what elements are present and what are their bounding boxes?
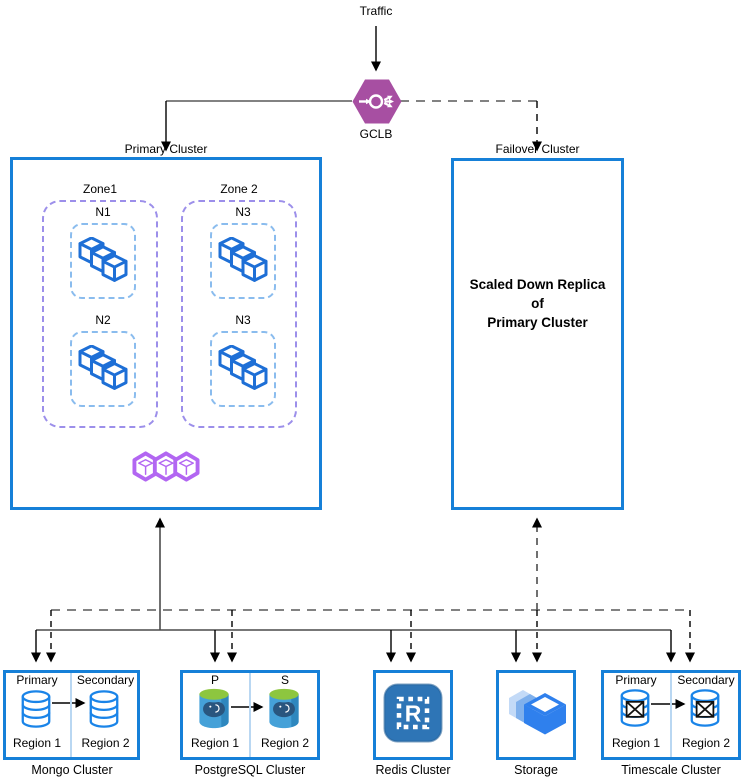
gclb-label: GCLB [359, 127, 393, 141]
node-n3a-label: N3 [235, 205, 251, 219]
failover-line1: Scaled Down Replica [469, 277, 606, 292]
mongo-region2-label: Region 2 [81, 736, 130, 750]
postgres-cluster-box [180, 670, 320, 760]
postgres-divider [249, 673, 251, 757]
primary-cluster-label: Primary Cluster [124, 142, 208, 156]
redis-cluster-title: Redis Cluster [375, 763, 451, 777]
postgres-region1-label: Region 1 [190, 736, 240, 750]
gclb-icon [351, 78, 403, 125]
mongo-left-header: Primary [16, 673, 58, 687]
redis-cluster-box [373, 670, 453, 760]
container-cubes-icon [78, 345, 128, 391]
mongo-cluster-box [3, 670, 140, 760]
failover-line3: Primary Cluster [487, 314, 588, 330]
node-n3a-box [210, 223, 276, 299]
storage-title: Storage [514, 763, 558, 777]
failover-cluster-label: Failover Cluster [495, 142, 580, 156]
timescale-primary-db-icon [620, 689, 650, 727]
postgres-cluster-title: PostgreSQL Cluster [194, 763, 306, 777]
timescale-region1-label: Region 1 [611, 736, 661, 750]
zone2-label: Zone 2 [220, 182, 258, 196]
failover-line2: of [531, 295, 544, 311]
timescale-region2-label: Region 2 [681, 736, 731, 750]
timescale-left-header: Primary [615, 673, 657, 687]
mongo-cluster-title: Mongo Cluster [31, 763, 113, 777]
mongo-region1-label: Region 1 [12, 736, 62, 750]
timescale-secondary-db-icon [690, 689, 720, 727]
zone2-box [181, 200, 297, 428]
container-cubes-icon [218, 237, 268, 283]
node-n2-box [70, 331, 136, 407]
pods-icon [132, 451, 200, 483]
timescale-right-header: Secondary [677, 673, 735, 687]
node-n3b-box [210, 331, 276, 407]
failover-description: Scaled Down Replica of Primary Cluster [454, 276, 621, 333]
timescale-cluster-box [601, 670, 741, 760]
node-n3b-label: N3 [235, 313, 251, 327]
timescale-cluster-title: Timescale Cluster [621, 763, 721, 777]
mongo-primary-db-icon [21, 690, 51, 728]
node-n2-label: N2 [95, 313, 111, 327]
postgres-left-header: P [210, 673, 219, 687]
postgres-right-header: S [280, 673, 289, 687]
node-n1-label: N1 [95, 205, 111, 219]
redis-icon [383, 683, 443, 743]
traffic-label: Traffic [359, 4, 393, 18]
postgres-region2-label: Region 2 [260, 736, 310, 750]
container-cubes-icon [218, 345, 268, 391]
zone1-box [42, 200, 158, 428]
mongo-right-header: Secondary [76, 673, 135, 687]
zone1-label: Zone1 [82, 182, 118, 196]
mongo-secondary-db-icon [89, 690, 119, 728]
storage-box [496, 670, 576, 760]
postgresql-primary-icon [197, 687, 231, 729]
failover-cluster-box [451, 158, 624, 510]
timescale-divider [670, 673, 672, 757]
mongo-divider [70, 673, 72, 757]
primary-cluster-box [10, 157, 322, 510]
node-n1-box [70, 223, 136, 299]
container-cubes-icon [78, 237, 128, 283]
storage-icon [503, 686, 569, 740]
postgresql-secondary-icon [267, 687, 301, 729]
